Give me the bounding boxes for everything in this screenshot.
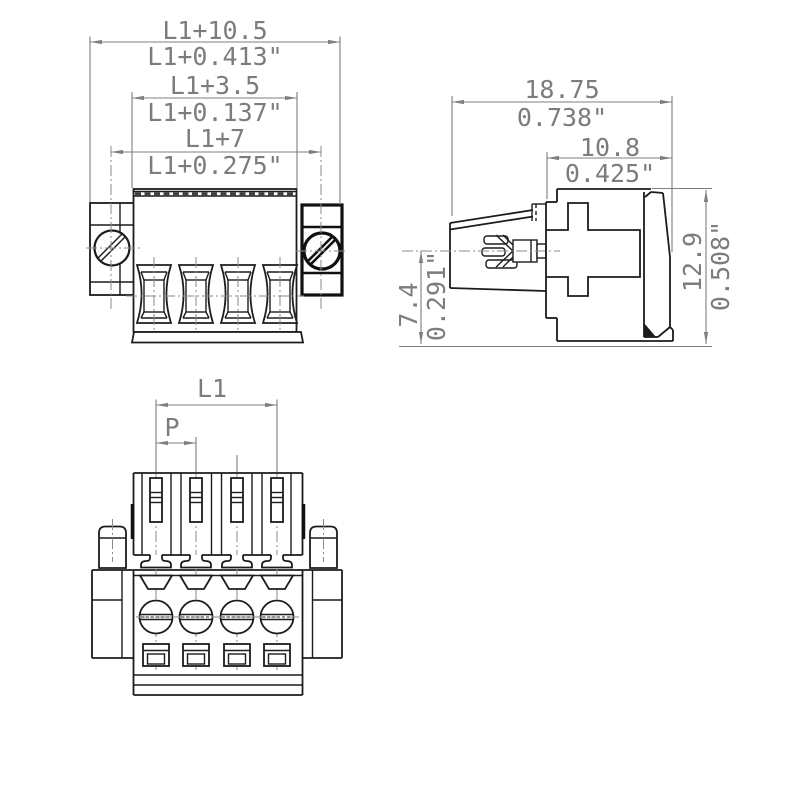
pole-stack	[178, 472, 214, 672]
front-view-dimensions: L1+10.5 L1+0.413" L1+3.5 L1+0.137" L1+7 …	[89, 16, 341, 205]
dim-length-label: L1	[197, 374, 227, 403]
side-view: 18.75 0.738" 10.8 0.425" 12.9 0.508" 7.4…	[394, 75, 735, 348]
dim-axis-mm: 7.4	[394, 282, 423, 327]
dim-housing-mm: 10.8	[580, 133, 640, 162]
housing-side-profile	[545, 188, 674, 342]
dim-depth-mm: 18.75	[524, 75, 599, 104]
dim-pitch-label: P	[164, 413, 179, 442]
dim-screw-in: L1+0.275"	[147, 151, 282, 180]
wire-entry-sleeve	[449, 209, 547, 292]
latch-wedge	[643, 191, 671, 338]
pole-stack	[219, 472, 255, 672]
latch-post	[531, 203, 546, 221]
cross-cavity	[546, 202, 641, 297]
side-view-dimensions: 18.75 0.738" 10.8 0.425" 12.9 0.508" 7.4…	[394, 75, 735, 348]
terminal-opening	[220, 256, 256, 332]
dim-axis-in: 0.291"	[422, 251, 451, 341]
dim-screw-mm: L1+7	[185, 124, 245, 153]
side-view-body	[402, 188, 674, 342]
bottom-view-dimensions: L1 P	[155, 374, 278, 472]
terminal-opening	[136, 256, 172, 332]
base-flange	[91, 569, 343, 696]
bottom-view-body	[91, 472, 343, 696]
dim-height-mm: 12.9	[678, 232, 707, 292]
right-screw-peg	[309, 519, 338, 569]
front-view: L1+10.5 L1+0.413" L1+3.5 L1+0.137" L1+7 …	[86, 16, 348, 344]
dim-height-in: 0.508"	[706, 221, 735, 311]
latch-foot	[644, 323, 656, 337]
terminal-opening	[262, 256, 298, 332]
bottom-view: L1 P	[91, 374, 343, 696]
pole-stack	[259, 472, 295, 672]
dim-housing-in: 0.425"	[565, 159, 655, 188]
pole-stack	[138, 472, 174, 672]
dim-total-mm: L1+10.5	[162, 16, 267, 45]
left-screw-peg	[98, 519, 127, 569]
bottom-band	[130, 331, 305, 344]
terminal-opening	[178, 256, 214, 332]
dim-inner-in: L1+0.137"	[147, 98, 282, 127]
dim-inner-mm: L1+3.5	[170, 71, 260, 100]
dim-total-in: L1+0.413"	[147, 42, 282, 71]
front-view-body	[86, 146, 348, 344]
ribbed-block	[130, 472, 306, 556]
dim-depth-in: 0.738"	[517, 103, 607, 132]
